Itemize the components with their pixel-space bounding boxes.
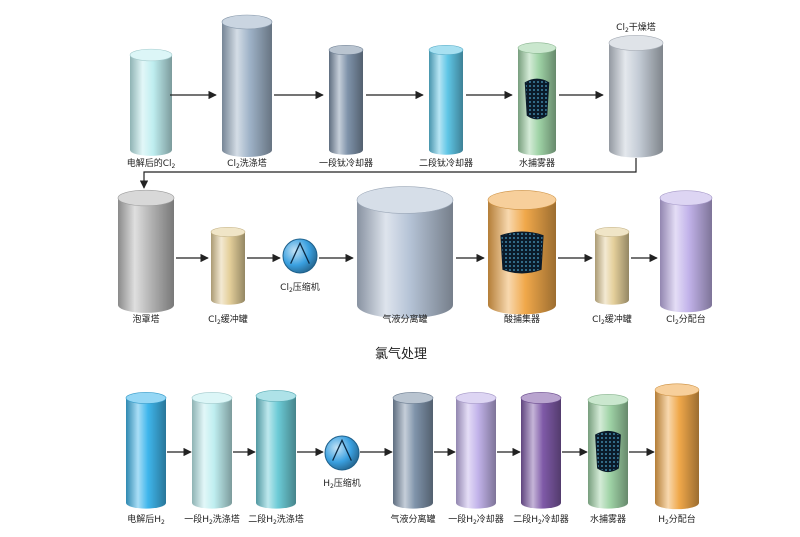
arrow-r1-to-r2 — [139, 158, 637, 189]
vessel-cl2-drying-tower — [608, 35, 664, 158]
label-acid-collector: 酸捕集器 — [504, 313, 540, 325]
label-stage1-titanium-cooler: 一段钛冷却器 — [319, 157, 373, 169]
vessel-cl2-distribution — [659, 190, 713, 313]
vessel-gas-liquid-separator-cl — [356, 186, 454, 319]
label-bubble-cap-tower: 泡罩塔 — [132, 313, 159, 325]
vessel-gas-liquid-separator-h — [392, 392, 434, 509]
label-h2-distribution: H2分配台 — [658, 513, 696, 526]
vessel-stage2-h2-washing-tower — [255, 390, 297, 509]
vessel-acid-collector — [487, 190, 557, 315]
label-water-demister: 水捕雾器 — [519, 157, 555, 169]
label-h2-after-electrolysis: 电解后H2 — [127, 513, 165, 526]
label-cl2-buffer-tank-2: Cl2缓冲罐 — [592, 313, 632, 326]
arrows-layer — [139, 90, 658, 457]
vessel-stage2-titanium-cooler — [428, 44, 464, 155]
label-h2-compressor: H2压缩机 — [323, 477, 361, 490]
label-cl2-drying-tower: Cl2干燥塔 — [616, 21, 656, 34]
vessels-layer — [117, 14, 713, 510]
vessel-h2-water-demister — [587, 394, 629, 509]
label-stage1-h2-washing-tower: 一段H2洗涤塔 — [184, 513, 240, 526]
label-cl2-after-electrolysis: 电解后的Cl2 — [127, 157, 176, 170]
label-gas-liquid-separator-h: 气液分离罐 — [390, 513, 435, 525]
vessel-stage1-h2-cooler — [455, 392, 497, 509]
vessel-cl2-after-electrolysis — [129, 48, 173, 156]
label-gas-liquid-separator-cl: 气液分离罐 — [382, 313, 427, 325]
vessel-water-demister — [517, 42, 557, 156]
compressor-h2 — [324, 435, 360, 471]
section-title-chlorine: 氯气处理 — [375, 346, 427, 362]
vessel-h2-distribution — [654, 383, 700, 510]
compressor-cl2 — [282, 238, 318, 274]
label-cl2-washing-tower: Cl2洗涤塔 — [227, 157, 267, 170]
vessel-h2-after-electrolysis — [125, 392, 167, 509]
label-stage2-h2-washing-tower: 二段H2洗涤塔 — [248, 513, 304, 526]
label-stage2-titanium-cooler: 二段钛冷却器 — [419, 157, 473, 169]
vessel-stage1-titanium-cooler — [328, 44, 364, 155]
label-cl2-distribution: Cl2分配台 — [666, 313, 706, 326]
vessel-cl2-buffer-tank-2 — [594, 226, 630, 305]
vessel-stage2-h2-cooler — [520, 392, 562, 509]
label-stage1-h2-cooler: 一段H2冷却器 — [448, 513, 504, 526]
vessel-stage1-h2-washing-tower — [191, 392, 233, 509]
label-stage2-h2-cooler: 二段H2冷却器 — [513, 513, 569, 526]
vessel-cl2-buffer-tank-1 — [210, 226, 246, 305]
label-cl2-buffer-tank-1: Cl2缓冲罐 — [208, 313, 248, 326]
label-h2-water-demister: 水捕雾器 — [590, 513, 626, 525]
vessel-bubble-cap-tower — [117, 189, 175, 313]
label-cl2-compressor: Cl2压缩机 — [280, 281, 320, 294]
vessel-cl2-washing-tower — [221, 14, 273, 157]
